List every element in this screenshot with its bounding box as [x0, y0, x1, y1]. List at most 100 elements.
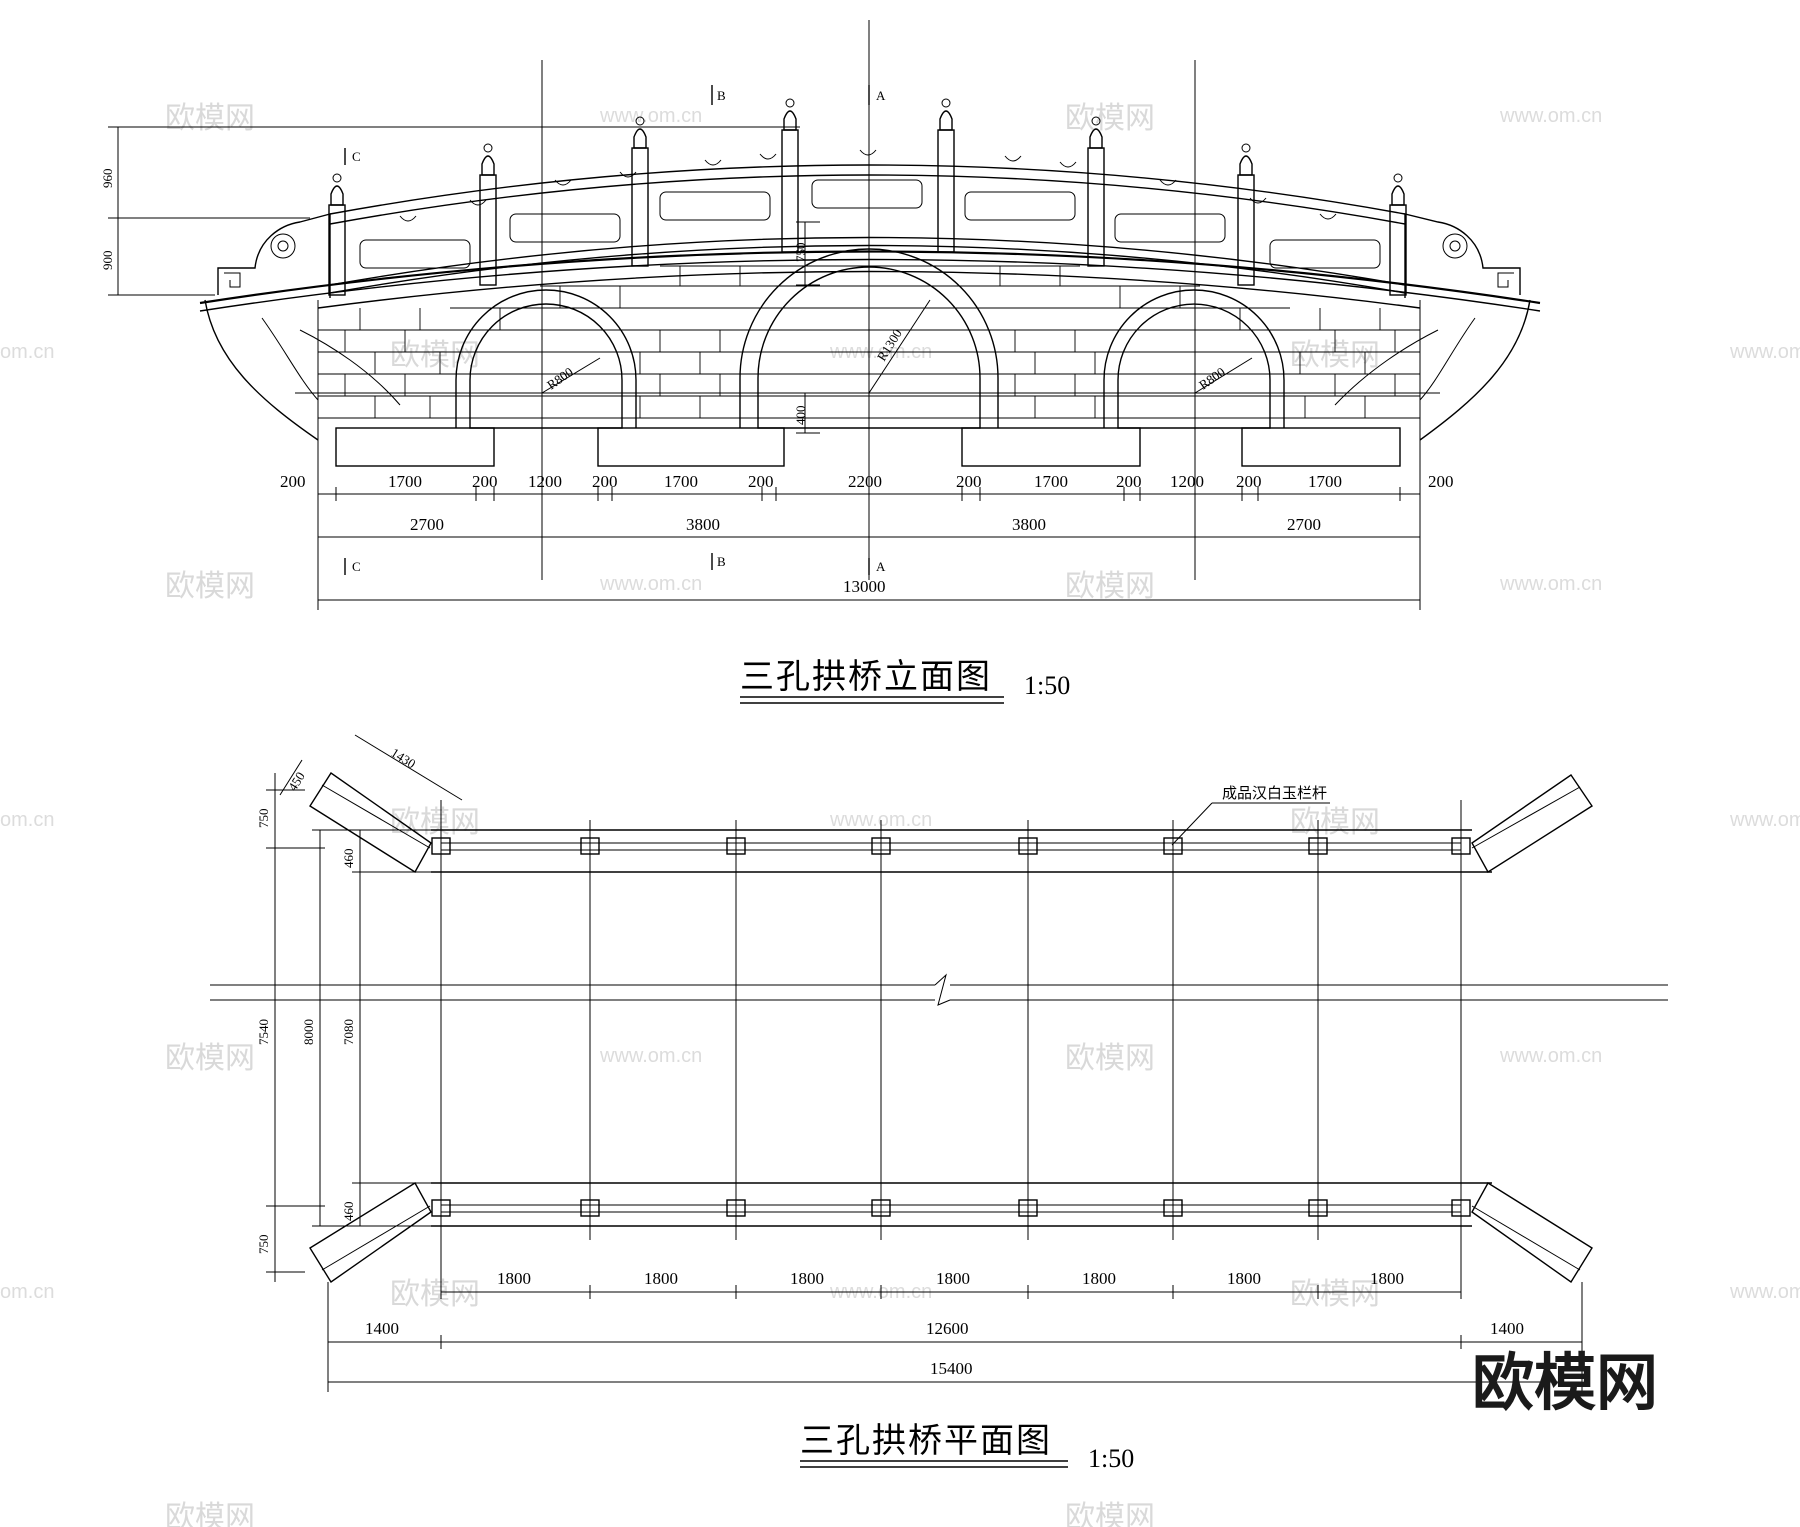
dim-text: 2200 — [848, 472, 882, 491]
elevation-view: R800 R1300 R800 750 400 — [100, 20, 1541, 704]
span-dim-ticks — [440, 1285, 1462, 1299]
plan-scale: 1:50 — [1088, 1444, 1134, 1473]
row2-dim-text: 1400 — [365, 1319, 399, 1338]
end-block-right — [1404, 213, 1521, 298]
scroll-ornament-left — [270, 233, 296, 259]
deck-coping — [199, 258, 1541, 312]
section-marker-b-bottom: B — [717, 554, 726, 569]
watermark-brand: 欧模网 — [165, 101, 255, 136]
main-arch-opening — [757, 266, 981, 429]
watermark-url: www.om.cn — [1729, 809, 1800, 831]
handrail-lower — [329, 174, 1406, 225]
span-dim-text: 1800 — [644, 1269, 678, 1288]
end-block-left — [217, 213, 331, 298]
section-marker-a-bottom: A — [876, 559, 886, 574]
dim-text: 200 — [1428, 472, 1454, 491]
handrail-top — [329, 164, 1406, 215]
watermark-brand: 欧模网 — [165, 1500, 255, 1527]
baluster-post — [937, 98, 955, 253]
radius-leader — [541, 357, 601, 394]
right-bank — [1419, 299, 1531, 441]
watermark-url: www.om.cn — [1499, 105, 1602, 127]
watermark-brand: 欧模网 — [1290, 1277, 1380, 1312]
span-dim-text: 1800 — [1227, 1269, 1261, 1288]
watermark-brand: 欧模网 — [390, 338, 480, 373]
watermark-url: www.om.cn — [1499, 1045, 1602, 1067]
span-dim-text: 1800 — [1082, 1269, 1116, 1288]
left-dim-text: 750 — [256, 1235, 271, 1255]
dim-text-total: 13000 — [843, 577, 886, 596]
left-bank — [204, 299, 319, 441]
watermark-url: om.cn — [0, 341, 54, 363]
dim-text: 3800 — [686, 515, 720, 534]
watermark-url: www.om.cn — [1729, 1281, 1800, 1303]
left-arch-ring — [455, 289, 637, 428]
note-leader — [1171, 802, 1213, 846]
watermark-url: www.om.cn — [599, 1045, 702, 1067]
scroll-ornament-right — [1442, 233, 1468, 259]
total-dim-text: 15400 — [930, 1359, 973, 1378]
pier-base-right — [961, 427, 1141, 467]
baluster-post — [479, 143, 497, 286]
wing-width-dim — [279, 759, 303, 796]
deck-top — [199, 250, 1541, 305]
balustrade-posts — [328, 98, 1407, 296]
watermark-url: om.cn — [0, 809, 54, 831]
rail-offset-text: 460 — [341, 849, 356, 869]
watermark-brand: 欧模网 — [390, 1277, 480, 1312]
balustrade-base — [329, 236, 1406, 286]
watermarks: 欧模网 欧模网 www.om.cn www.om.cn 欧模网 欧模网 om.c… — [0, 101, 1800, 1527]
dim-text: 200 — [280, 472, 306, 491]
plan-title: 三孔拱桥平面图 — [800, 1421, 1052, 1461]
plan-grid-lines — [440, 800, 1462, 1290]
width-dim-text: 7080 — [341, 1019, 356, 1045]
height-dim-rail: 960 — [100, 169, 115, 189]
width-dim-text: 8000 — [301, 1019, 316, 1045]
baluster-post — [1087, 116, 1105, 267]
span-dim-text: 1800 — [1370, 1269, 1404, 1288]
watermark-brand: 欧模网 — [1065, 1500, 1155, 1527]
section-marker-b-top: B — [717, 88, 726, 103]
right-bank-detail — [1419, 317, 1476, 401]
watermark-brand: 欧模网 — [1065, 1041, 1155, 1076]
dim-text: 2700 — [1287, 515, 1321, 534]
dim-row1-ticks — [335, 487, 1401, 501]
break-symbol — [934, 973, 951, 1006]
dim-text: 1700 — [1308, 472, 1342, 491]
plan-posts — [431, 837, 1471, 1217]
section-marker-a-top: A — [876, 88, 886, 103]
spring-dim-text: 400 — [793, 406, 808, 426]
row2-dim-text: 12600 — [926, 1319, 969, 1338]
watermark-url: www.om.cn — [599, 105, 702, 127]
wing-length-text: 1430 — [388, 745, 418, 771]
baluster-post — [631, 116, 649, 267]
baluster-post — [1389, 173, 1407, 296]
wing-wall-bottom-left — [309, 1182, 432, 1283]
row2-dim-text: 1400 — [1490, 1319, 1524, 1338]
brand-logo: 欧模网 — [1472, 1346, 1658, 1419]
right-bank-detail — [1334, 329, 1439, 406]
radius-label-left: R800 — [544, 364, 576, 392]
dim-text: 200 — [592, 472, 618, 491]
wing-wall-bottom-right — [1471, 1182, 1593, 1284]
radius-leader — [1194, 357, 1253, 394]
railing-note: 成品汉白玉栏杆 — [1222, 784, 1327, 802]
rise-dim-text: 750 — [793, 243, 808, 263]
span-dim-text: 1800 — [497, 1269, 531, 1288]
balustrade-base-lower — [329, 244, 1406, 294]
dim-text: 1700 — [1034, 472, 1068, 491]
rail-offset-text: 460 — [341, 1202, 356, 1222]
watermark-brand: 欧模网 — [1065, 101, 1155, 136]
watermark-brand: 欧模网 — [1290, 805, 1380, 840]
left-arch-opening — [469, 303, 623, 429]
main-arch-ring — [739, 248, 999, 428]
left-bank-detail — [261, 317, 319, 401]
balustrade-panels — [359, 149, 1381, 269]
left-dim-text: 750 — [256, 809, 271, 829]
wing-wall-top-right — [1471, 774, 1593, 873]
plan-view: 450 1430 成品汉白玉栏杆 750 7540 750 8000 7080 … — [210, 734, 1668, 1473]
baluster-post — [1237, 143, 1255, 286]
span-dim-text: 1800 — [936, 1269, 970, 1288]
radius-label-right: R800 — [1196, 364, 1228, 392]
